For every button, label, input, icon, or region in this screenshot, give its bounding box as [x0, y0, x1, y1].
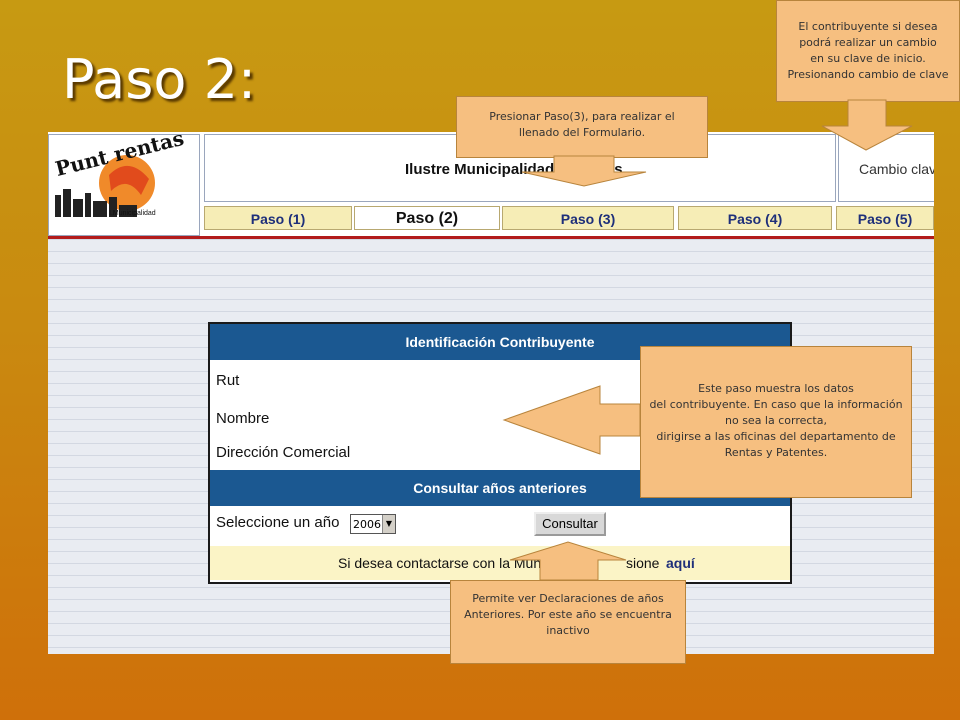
callout-previous-years: Permite ver Declaraciones de años Anteri… [450, 580, 686, 664]
year-value: 2006 [353, 518, 381, 531]
tab-paso-2[interactable]: Paso (2) [354, 206, 500, 230]
callout-step3: Presionar Paso(3), para realizar el llen… [456, 96, 708, 158]
nombre-label: Nombre [216, 410, 270, 427]
rut-label: Rut [216, 372, 240, 389]
contact-text: Si desea contactarse con la Munic [338, 555, 552, 571]
logo: Punt rentas I.Municipalidad [48, 132, 200, 236]
change-key-button[interactable]: Cambio clave [838, 134, 934, 202]
year-select[interactable]: 2006 ▼ [350, 514, 396, 534]
contact-bar: Si desea contactarse con la Munic sione … [210, 546, 790, 580]
tab-paso-4[interactable]: Paso (4) [678, 206, 832, 230]
tab-paso-1[interactable]: Paso (1) [204, 206, 352, 230]
arrow-up-previous-years [509, 541, 627, 581]
tab-paso-3[interactable]: Paso (3) [502, 206, 674, 230]
header-divider [48, 236, 934, 239]
consult-button[interactable]: Consultar [534, 512, 606, 536]
step-tabs: Paso (1) Paso (2) Paso (3) Paso (4) Paso… [204, 206, 934, 232]
tab-paso-5[interactable]: Paso (5) [836, 206, 934, 230]
callout-step3-text: Presionar Paso(3), para realizar el llen… [489, 110, 675, 139]
logo-graphic: Punt rentas I.Municipalidad [53, 132, 186, 217]
arrow-down-step3 [521, 155, 647, 187]
callout-change-key-text: El contribuyente si desea podrá realizar… [787, 20, 949, 81]
arrow-down-change-key [821, 99, 913, 151]
callout-taxpayer-data-text: Este paso muestra los datos del contribu… [649, 382, 903, 459]
contact-link[interactable]: aquí [666, 555, 695, 571]
chevron-down-icon[interactable]: ▼ [382, 515, 395, 533]
logo-subtext: I.Municipalidad [109, 210, 156, 217]
direccion-label: Dirección Comercial [216, 444, 351, 461]
slide-title: Paso 2: [62, 48, 257, 111]
change-key-label: Cambio clave [859, 161, 934, 177]
callout-previous-years-text: Permite ver Declaraciones de años Anteri… [464, 592, 672, 637]
callout-taxpayer-data: Este paso muestra los datos del contribu… [640, 346, 912, 498]
app-header: Punt rentas I.Municipalidad Ilustre Muni… [48, 132, 934, 236]
contact-text-2: sione [626, 555, 660, 571]
year-label: Seleccione un año [216, 514, 340, 531]
arrow-left-taxpayer-data [502, 385, 641, 455]
callout-change-key: El contribuyente si desea podrá realizar… [776, 0, 960, 102]
